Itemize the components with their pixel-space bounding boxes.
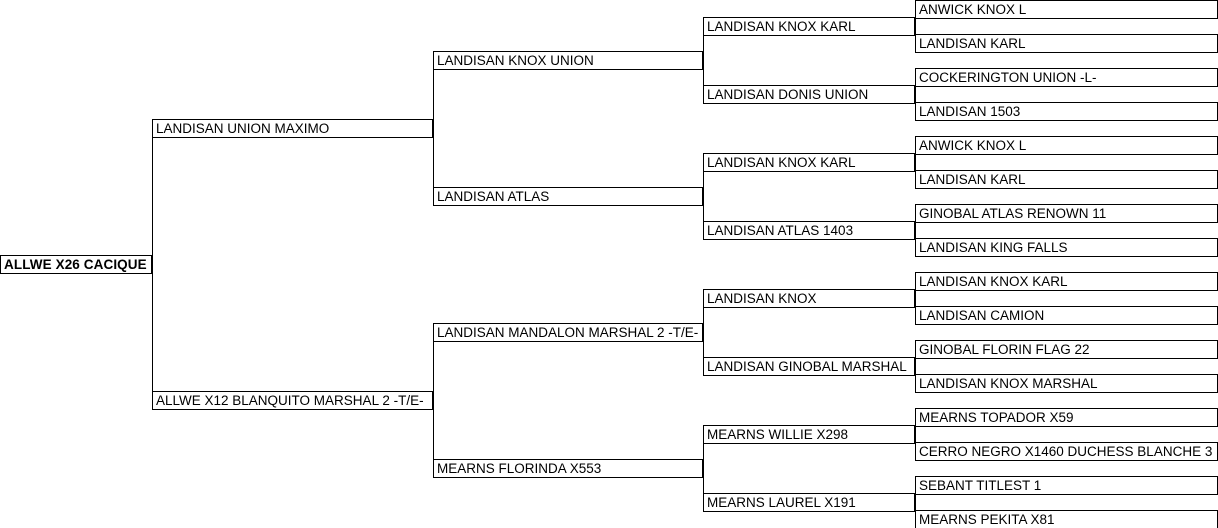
- connector-g3-2-to-g4: [703, 162, 723, 230]
- connector-root-to-g2: [152, 128, 174, 406]
- pedigree-node-g4-4[interactable]: LANDISAN ATLAS 1403: [703, 221, 915, 240]
- pedigree-node-g5-1[interactable]: ANWICK KNOX L: [915, 0, 1218, 19]
- connector-g2-sire-to-g3: [433, 60, 453, 196]
- pedigree-node-g4-3[interactable]: LANDISAN KNOX KARL: [703, 153, 915, 172]
- pedigree-node-g3-2[interactable]: LANDISAN ATLAS: [433, 187, 703, 206]
- pedigree-node-g5-3[interactable]: COCKERINGTON UNION -L-: [915, 68, 1218, 87]
- pedigree-node-root[interactable]: ALLWE X26 CACIQUE: [0, 255, 152, 274]
- pedigree-node-g5-8[interactable]: LANDISAN KING FALLS: [915, 238, 1218, 257]
- pedigree-node-g4-8[interactable]: MEARNS LAUREL X191: [703, 493, 915, 512]
- pedigree-node-g4-7[interactable]: MEARNS WILLIE X298: [703, 425, 915, 444]
- connector-g3-4-to-g4: [703, 434, 723, 502]
- pedigree-node-g5-11[interactable]: GINOBAL FLORIN FLAG 22: [915, 340, 1218, 359]
- connector-g3-3-to-g4: [703, 298, 723, 366]
- pedigree-node-g3-3[interactable]: LANDISAN MANDALON MARSHAL 2 -T/E-: [433, 323, 703, 342]
- pedigree-node-g5-16[interactable]: MEARNS PEKITA X81: [915, 510, 1218, 528]
- pedigree-node-g5-10[interactable]: LANDISAN CAMION: [915, 306, 1218, 325]
- pedigree-node-g4-1[interactable]: LANDISAN KNOX KARL: [703, 17, 915, 36]
- pedigree-node-g5-12[interactable]: LANDISAN KNOX MARSHAL: [915, 374, 1218, 393]
- pedigree-node-g5-4[interactable]: LANDISAN 1503: [915, 102, 1218, 121]
- connector-g3-1-to-g4: [703, 26, 723, 94]
- pedigree-node-g5-2[interactable]: LANDISAN KARL: [915, 34, 1218, 53]
- pedigree-node-g5-6[interactable]: LANDISAN KARL: [915, 170, 1218, 189]
- pedigree-node-g4-5[interactable]: LANDISAN KNOX: [703, 289, 915, 308]
- connector-g2-dam-to-g3: [433, 332, 453, 468]
- pedigree-node-g5-15[interactable]: SEBANT TITLEST 1: [915, 476, 1218, 495]
- pedigree-node-g5-14[interactable]: CERRO NEGRO X1460 DUCHESS BLANCHE 3: [915, 442, 1218, 461]
- pedigree-node-g5-5[interactable]: ANWICK KNOX L: [915, 136, 1218, 155]
- pedigree-node-g5-9[interactable]: LANDISAN KNOX KARL: [915, 272, 1218, 291]
- pedigree-node-g3-4[interactable]: MEARNS FLORINDA X553: [433, 459, 703, 478]
- pedigree-node-g2-dam[interactable]: ALLWE X12 BLANQUITO MARSHAL 2 -T/E-: [152, 391, 433, 410]
- pedigree-node-g5-13[interactable]: MEARNS TOPADOR X59: [915, 408, 1218, 427]
- pedigree-node-g3-1[interactable]: LANDISAN KNOX UNION: [433, 51, 703, 70]
- pedigree-node-g2-sire[interactable]: LANDISAN UNION MAXIMO: [152, 119, 433, 138]
- pedigree-node-g4-2[interactable]: LANDISAN DONIS UNION: [703, 85, 915, 104]
- pedigree-node-g5-7[interactable]: GINOBAL ATLAS RENOWN 11: [915, 204, 1218, 223]
- pedigree-node-g4-6[interactable]: LANDISAN GINOBAL MARSHAL: [703, 357, 915, 376]
